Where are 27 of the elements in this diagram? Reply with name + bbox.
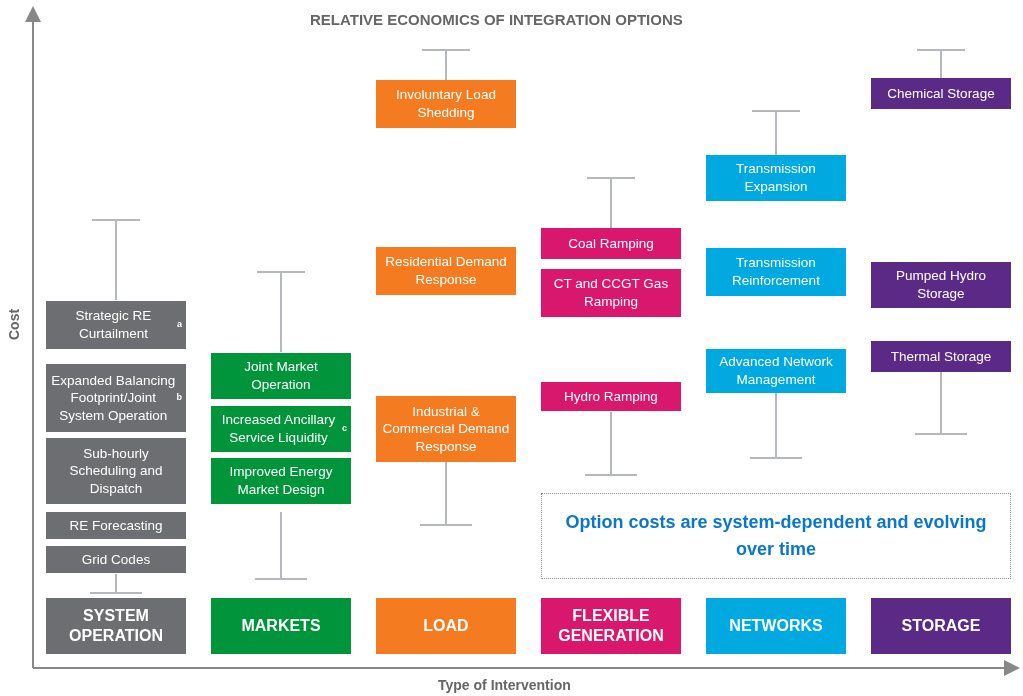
chart-title: RELATIVE ECONOMICS OF INTEGRATION OPTIONS <box>310 11 683 28</box>
note-box: Option costs are system-dependent and evolving over time <box>541 493 1011 579</box>
option-box: Grid Codes <box>46 546 186 573</box>
option-box: RE Forecasting <box>46 512 186 539</box>
option-box: Improved Energy Market Design <box>211 458 351 504</box>
category-box: SYSTEM OPERATION <box>46 598 186 654</box>
option-box: Hydro Ramping <box>541 382 681 411</box>
option-box: Joint Market Operation <box>211 353 351 399</box>
category-box: MARKETS <box>211 598 351 654</box>
option-box: CT and CCGT Gas Ramping <box>541 269 681 317</box>
option-box: Industrial & Commercial Demand Response <box>376 396 516 462</box>
option-box: Thermal Storage <box>871 341 1011 372</box>
option-box: Residential Demand Response <box>376 247 516 295</box>
y-axis-label: Cost <box>6 308 22 340</box>
option-box: Transmission Reinforcement <box>706 248 846 296</box>
option-box: Involuntary Load Shedding <box>376 80 516 128</box>
option-box: Transmission Expansion <box>706 155 846 201</box>
option-box: Coal Ramping <box>541 228 681 259</box>
x-axis-label: Type of Intervention <box>438 677 571 693</box>
option-box: Sub-hourly Scheduling and Dispatch <box>46 438 186 504</box>
option-box: Chemical Storage <box>871 78 1011 109</box>
category-box: STORAGE <box>871 598 1011 654</box>
category-box: FLEXIBLE GENERATION <box>541 598 681 654</box>
option-box: Advanced Network Management <box>706 349 846 393</box>
category-box: LOAD <box>376 598 516 654</box>
option-box: Pumped Hydro Storage <box>871 262 1011 308</box>
category-box: NETWORKS <box>706 598 846 654</box>
